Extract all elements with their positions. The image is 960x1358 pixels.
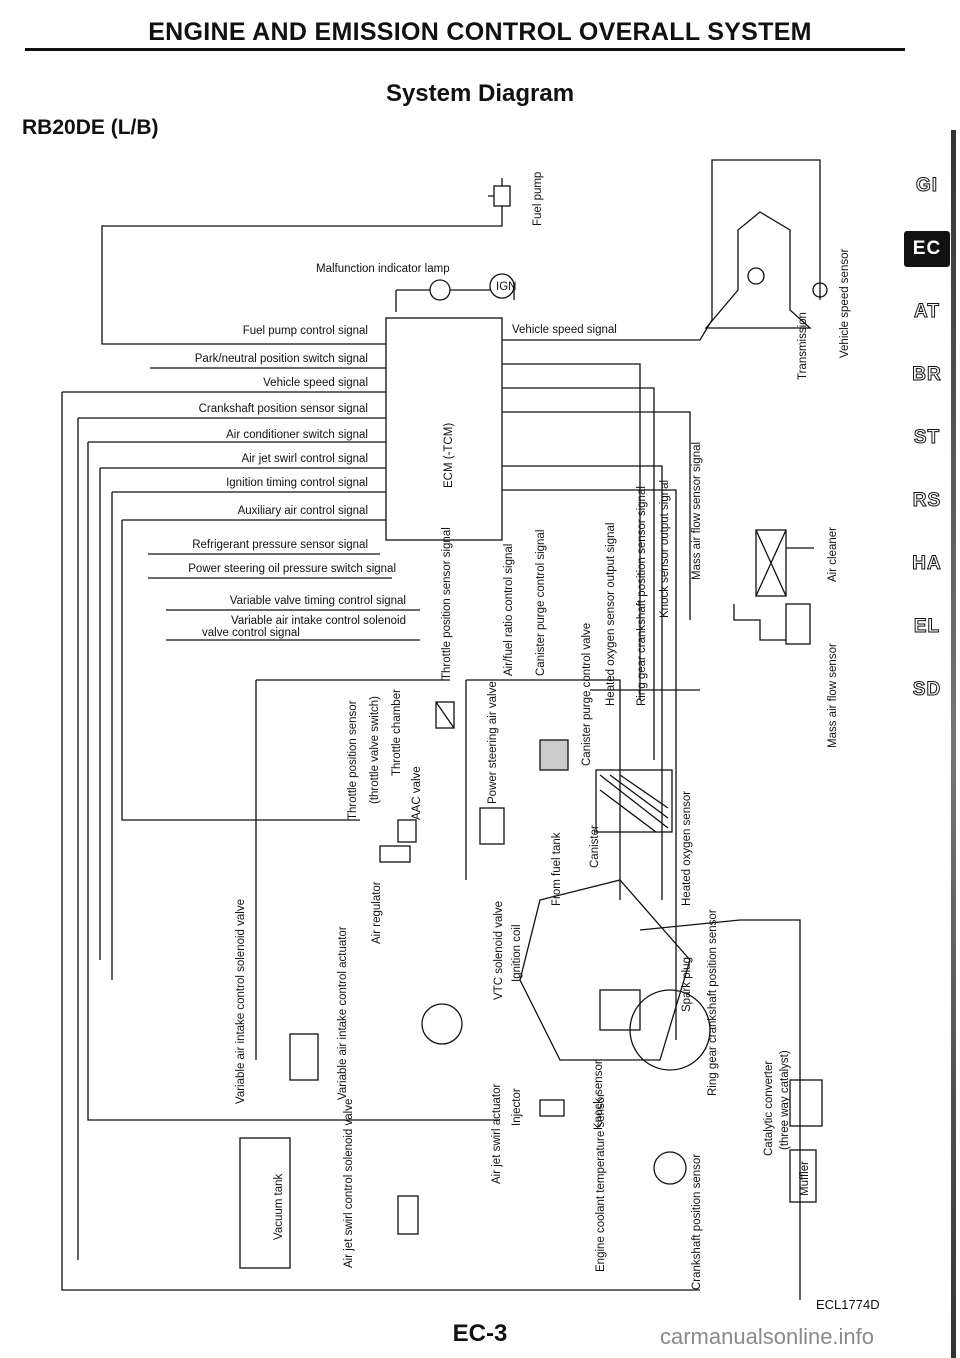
tab-st[interactable]: ST xyxy=(913,427,941,449)
ecm-label: ECM (-TCM) xyxy=(443,423,455,488)
vacuum-tank-icon xyxy=(239,1137,291,1269)
purge-valve-icon xyxy=(539,739,569,771)
canister-icon xyxy=(595,769,673,833)
catalytic-label: Catalytic converter xyxy=(763,1061,775,1156)
engine-icon xyxy=(519,879,801,1300)
signal-park-neutral: Park/neutral position switch signal xyxy=(195,353,368,365)
signal-ac-switch: Air conditioner switch signal xyxy=(226,429,368,441)
purge-valve-label: Canister purge control valve xyxy=(581,623,593,766)
signal-fuel-pump: Fuel pump control signal xyxy=(243,325,368,337)
signal-tps: Throttle position sensor signal xyxy=(441,527,453,680)
ring-gear-sensor-label: Ring gear crankshaft position sensor xyxy=(707,909,719,1096)
left-signal-labels: Fuel pump control signal Park/neutral po… xyxy=(188,325,406,639)
fuel-pump-label: Fuel pump xyxy=(532,172,544,226)
via-actuator-icon xyxy=(421,1003,463,1045)
ignition-coil-label: Ignition coil xyxy=(511,924,523,982)
air-cleaner-label: Air cleaner xyxy=(827,527,839,582)
watermark: carmanualsonline.info xyxy=(660,1324,875,1349)
crank-sensor-label: Crankshaft position sensor xyxy=(691,1154,703,1290)
page-title: ENGINE AND EMISSION CONTROL OVERALL SYST… xyxy=(148,18,812,46)
signal-aux-air: Auxiliary air control signal xyxy=(238,505,368,517)
signal-ps-oil: Power steering oil pressure switch signa… xyxy=(188,563,396,575)
signal-via-solenoid-2: valve control signal xyxy=(202,627,300,639)
vss-label: Vehicle speed sensor xyxy=(839,249,851,358)
vss-line xyxy=(502,159,821,341)
signal-ring-gear: Ring gear crankshaft position sensor sig… xyxy=(636,486,648,706)
coolant-sensor-label: Engine coolant temperature sensor xyxy=(595,1093,607,1272)
tab-ec[interactable]: EC xyxy=(904,231,950,267)
air-jet-solenoid-icon xyxy=(397,1195,419,1235)
knock-sensor-label: Knock sensor xyxy=(593,1060,605,1130)
air-jet-actuator-label: Air jet swirl actuator xyxy=(491,1083,503,1184)
tab-ha[interactable]: HA xyxy=(912,553,942,575)
signal-knock: Knock sensor output signal xyxy=(659,480,671,618)
signal-vehicle-speed: Vehicle speed signal xyxy=(263,377,368,389)
crank-sensor-icon xyxy=(653,1151,687,1185)
page-edge-bar xyxy=(951,130,956,1358)
ps-air-valve-icon xyxy=(479,807,505,845)
signal-canister: Canister purge control signal xyxy=(535,530,547,676)
mil-lamp-icon xyxy=(395,273,515,312)
engine-model-label: RB20DE (L/B) xyxy=(22,116,159,139)
muffler-label: Muffler xyxy=(799,1161,811,1196)
from-fuel-tank-label: From fuel tank xyxy=(551,832,563,906)
canister-label: Canister xyxy=(589,825,601,868)
throttle-icon xyxy=(435,701,455,729)
muffler-icon xyxy=(789,1149,817,1203)
tab-gi[interactable]: GI xyxy=(915,175,939,197)
signal-refrigerant: Refrigerant pressure sensor signal xyxy=(192,539,368,551)
left-signal-lines xyxy=(61,367,700,1291)
throttle-chamber-label: Throttle chamber xyxy=(391,689,403,776)
catalytic-icon xyxy=(789,1079,823,1127)
ign-label: IGN xyxy=(496,281,516,293)
figure-code: ECL1774D xyxy=(816,1297,880,1312)
signal-af: Air/fuel ratio control signal xyxy=(503,544,515,676)
diagram-subtitle: System Diagram xyxy=(385,80,575,107)
page-number: EC-3 xyxy=(452,1320,508,1347)
vacuum-tank-label: Vacuum tank xyxy=(273,1173,285,1240)
signal-via-solenoid: Variable air intake control solenoid xyxy=(231,615,406,627)
vtc-label: VTC solenoid valve xyxy=(493,901,505,1000)
signal-heated-o2: Heated oxygen sensor output signal xyxy=(605,523,617,706)
transmission-label: Transmission xyxy=(797,312,809,380)
tab-sd[interactable]: SD xyxy=(912,679,942,701)
catalytic-sub-label: (three way catalyst) xyxy=(779,1050,791,1150)
air-regulator-label: Air regulator xyxy=(371,881,383,944)
intake-duct xyxy=(255,679,621,1060)
aac-valve-icon xyxy=(379,819,417,863)
aac-label: AAC valve xyxy=(411,766,423,820)
tab-at[interactable]: AT xyxy=(914,301,940,323)
ps-air-valve-label: Power steering air valve xyxy=(487,681,499,804)
air-jet-solenoid-label: Air jet swirl control solenoid valve xyxy=(343,1099,355,1268)
via-solenoid-icon xyxy=(289,1033,319,1081)
spark-plug-label: Spark plug xyxy=(681,957,693,1012)
title-rule xyxy=(25,48,905,51)
signal-air-jet: Air jet swirl control signal xyxy=(241,453,368,465)
bottom-signal-labels: Throttle position sensor signal Air/fuel… xyxy=(441,527,547,680)
ecm-box xyxy=(385,317,503,541)
signal-crankshaft: Crankshaft position sensor signal xyxy=(199,403,368,415)
section-tabs: GI EC AT BR ST RS HA EL SD xyxy=(904,168,954,735)
maf-label: Mass air flow sensor xyxy=(827,643,839,748)
vehicle-speed-signal-right: Vehicle speed signal xyxy=(512,324,617,336)
right-signal-lines xyxy=(502,363,700,1040)
via-solenoid-label: Variable air intake control solenoid val… xyxy=(235,899,247,1104)
transmission-icon xyxy=(704,211,828,329)
tps-sub-label: (throttle valve switch) xyxy=(369,696,381,804)
signal-vvt: Variable valve timing control signal xyxy=(230,595,406,607)
injector-icon xyxy=(539,1099,565,1117)
via-actuator-label: Variable air intake control actuator xyxy=(337,926,349,1100)
tab-br[interactable]: BR xyxy=(912,364,942,386)
mil-label: Malfunction indicator lamp xyxy=(316,263,450,275)
tab-rs[interactable]: RS xyxy=(912,490,942,512)
signal-ignition: Ignition timing control signal xyxy=(226,477,368,489)
injector-label: Injector xyxy=(511,1088,523,1126)
heated-o2-label: Heated oxygen sensor xyxy=(681,791,693,906)
fuel-pump-icon xyxy=(101,178,511,345)
tab-el[interactable]: EL xyxy=(913,616,941,638)
air-cleaner-icon xyxy=(733,529,814,645)
signal-maf: Mass air flow sensor signal xyxy=(691,442,703,580)
tps-label: Throttle position sensor xyxy=(347,700,359,820)
